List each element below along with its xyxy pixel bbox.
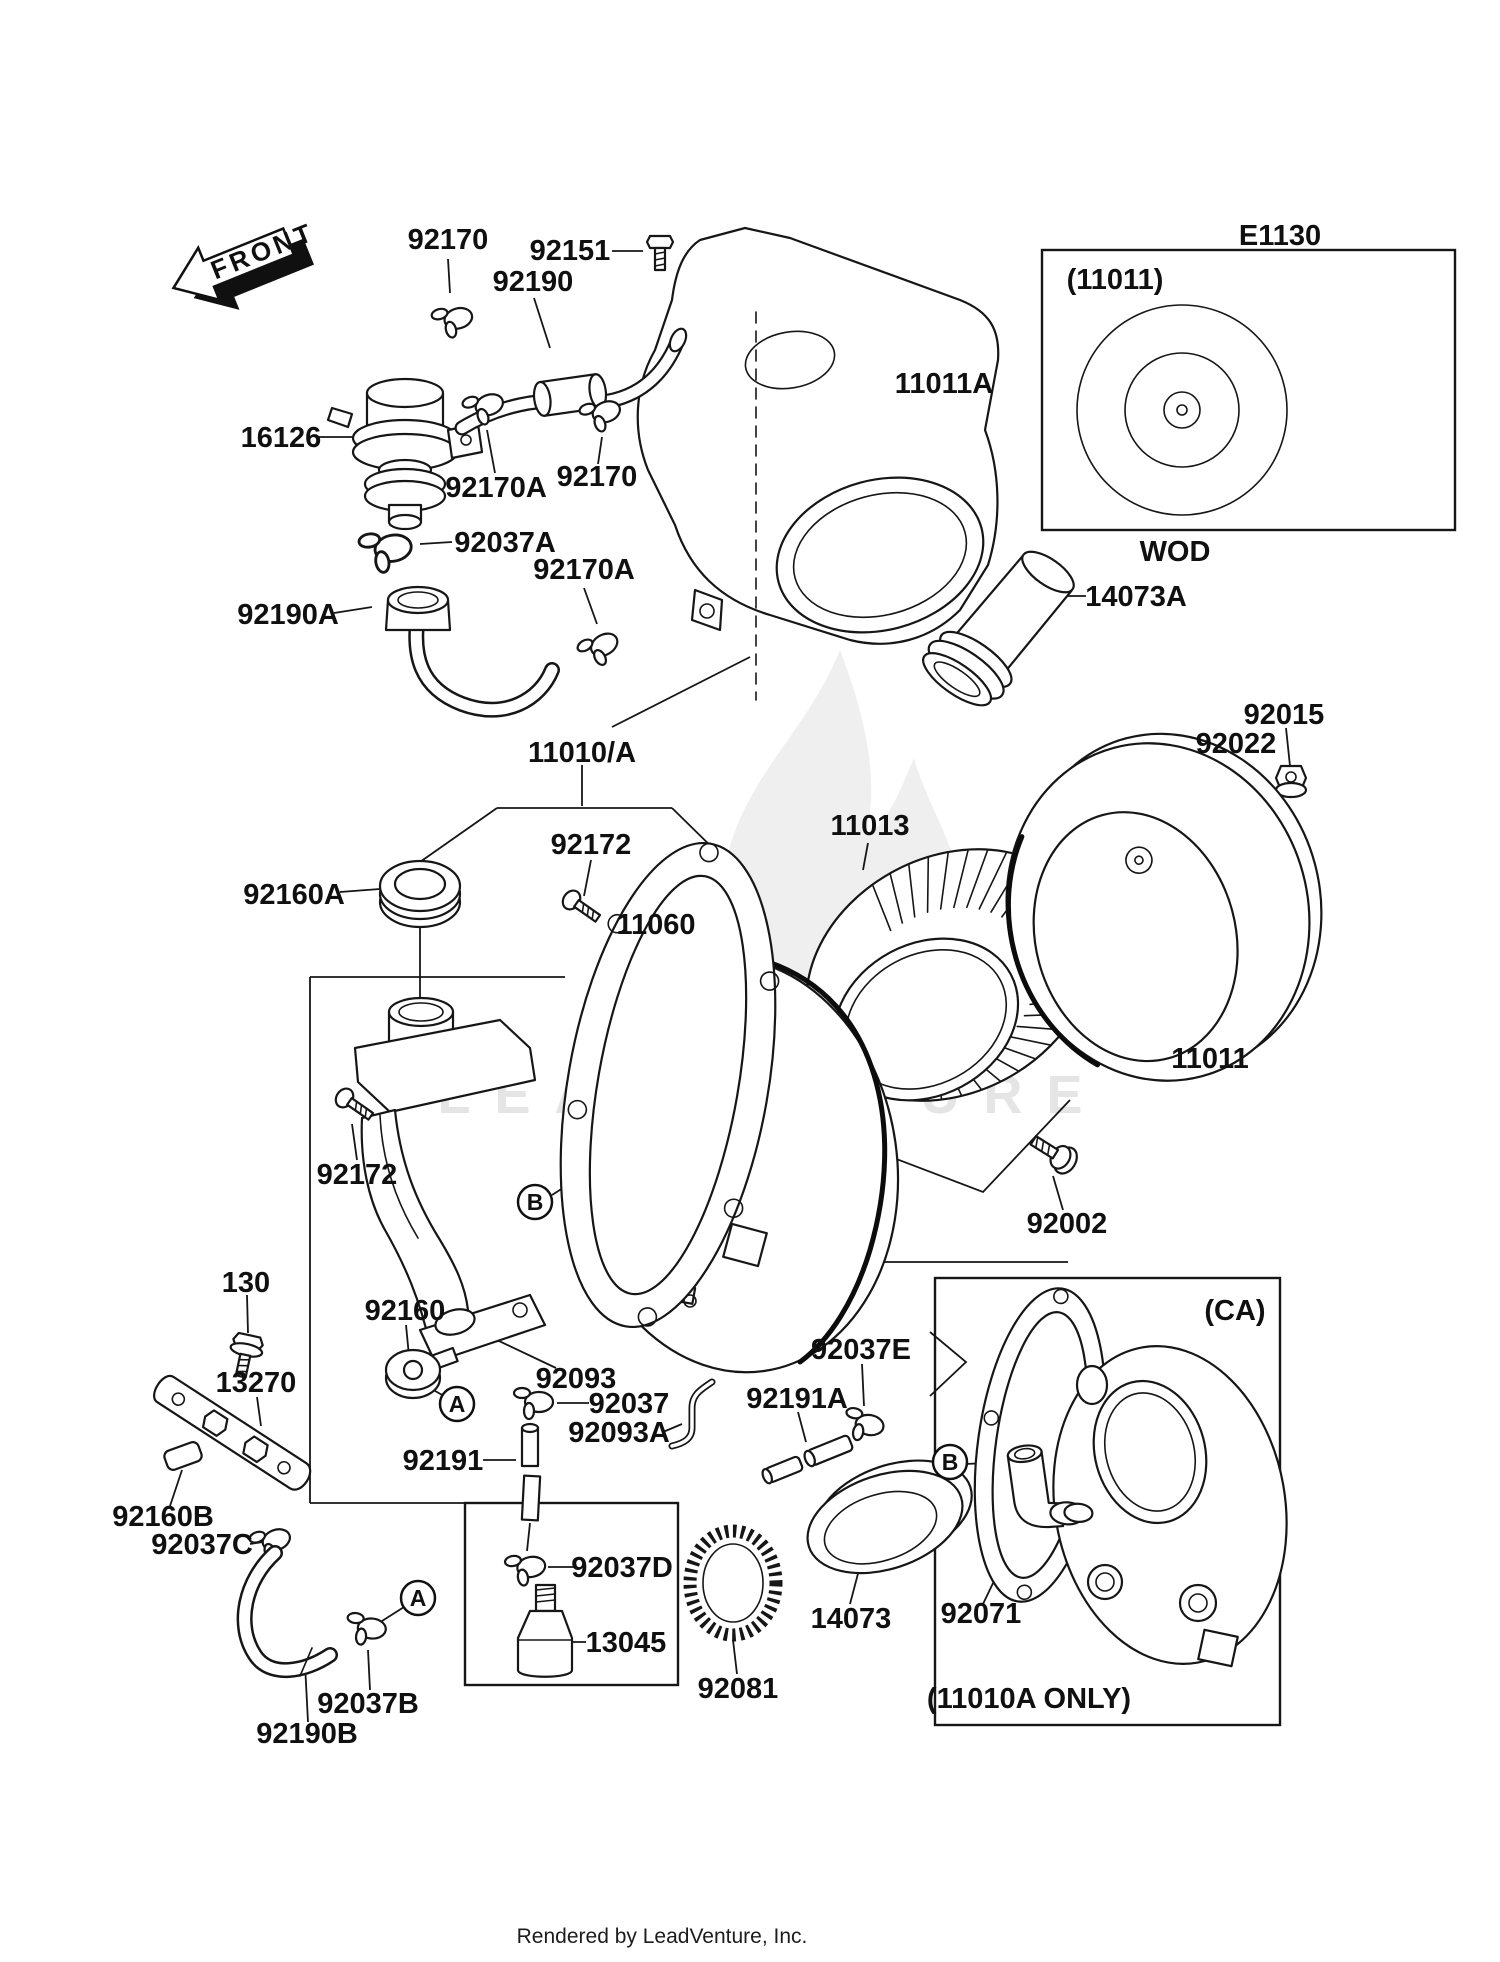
part-label-11060: 11060: [616, 909, 695, 941]
svg-text:B: B: [527, 1189, 544, 1215]
part-label-92037E: 92037E: [811, 1334, 911, 1366]
part-label-92172: 92172: [551, 829, 632, 861]
part-label-92160A: 92160A: [243, 879, 345, 911]
part-label-92037D: 92037D: [571, 1552, 673, 1584]
part-92160-grommet: [384, 1348, 442, 1400]
part-housing-11011A: [636, 226, 1000, 701]
part-92002-bolt: [1029, 1135, 1078, 1175]
part-label-92037: 92037: [589, 1388, 670, 1420]
part-label-11013: 11013: [830, 810, 909, 842]
box-13045: [463, 1501, 680, 1687]
part-label-92022: 92022: [1196, 728, 1277, 760]
part-label-14073: 14073: [811, 1603, 892, 1635]
part-92071: [1006, 1444, 1094, 1529]
part-label-92170: 92170: [408, 224, 489, 256]
part-label-92037C: 92037C: [151, 1529, 253, 1561]
part-label-92093A: 92093A: [568, 1417, 670, 1449]
part-130-bolt: [229, 1331, 264, 1379]
part-92160A: [378, 859, 462, 929]
part-label-92037B: 92037B: [317, 1688, 419, 1720]
part-label-92170A: 92170A: [445, 472, 547, 504]
front-arrow: FRONT: [171, 216, 319, 310]
part-13045-bottle: [516, 1583, 574, 1678]
part-label-92191: 92191: [403, 1445, 484, 1477]
part-92190B-hose: [236, 1545, 338, 1678]
part-label-13045: 13045: [586, 1627, 667, 1659]
part-label-92170A: 92170A: [533, 554, 635, 586]
part-92037B-clamp: [344, 1611, 389, 1648]
callout-B: B: [516, 1183, 554, 1221]
part-92015: [1274, 764, 1308, 799]
part-11011: [1005, 732, 1323, 1082]
part-label-16126: 16126: [241, 422, 322, 454]
inset-caption: WOD: [1140, 536, 1211, 568]
ca-box: [933, 1276, 1288, 1727]
inset-title: (11011): [1067, 264, 1164, 296]
part-92037A-clamp: [356, 525, 417, 578]
callout-A: A: [399, 1579, 437, 1617]
part-label-92190A: 92190A: [237, 599, 339, 631]
part-label-92170: 92170: [557, 461, 638, 493]
part-92170A-clamp-2: [574, 624, 626, 674]
part-13270-bracket: [153, 1374, 312, 1491]
part-label-92002: 92002: [1027, 1208, 1108, 1240]
part-label-92160B: 92160B: [112, 1501, 214, 1533]
part-label-14073A: 14073A: [1085, 581, 1187, 613]
part-92191A-tubes: [761, 1434, 854, 1485]
ca-box-tag: (CA): [1204, 1295, 1265, 1327]
part-14073A: [922, 550, 1075, 707]
part-label-92071: 92071: [941, 1598, 1022, 1630]
part-label-92037A: 92037A: [454, 527, 556, 559]
part-intake-tube: [353, 996, 547, 1372]
part-92081-ring: [683, 1524, 783, 1642]
svg-text:B: B: [942, 1449, 959, 1475]
part-label-11011: 11011: [1171, 1043, 1248, 1075]
part-label-11011A: 11011A: [895, 368, 993, 400]
ca-box-note: (11010A ONLY): [927, 1683, 1131, 1715]
callout-A: A: [438, 1385, 476, 1423]
part-92191-tube: [520, 1422, 542, 1522]
part-92172-screw-2: [334, 1087, 375, 1121]
part-label-13270: 13270: [216, 1367, 297, 1399]
part-16126: [326, 377, 484, 531]
footer-credit: Rendered by LeadVenture, Inc.: [517, 1925, 808, 1948]
ca-cover: [1052, 1345, 1288, 1668]
part-label-92172: 92172: [317, 1159, 398, 1191]
part-label-92160: 92160: [365, 1295, 446, 1327]
callout-B: B: [931, 1443, 969, 1481]
part-label-92151: 92151: [530, 235, 611, 267]
part-label-92093: 92093: [536, 1363, 617, 1395]
part-92190A: [384, 585, 560, 718]
part-label-92190B: 92190B: [256, 1718, 358, 1750]
part-92160B-damper: [163, 1441, 203, 1471]
callout-letters: A A B B: [399, 1183, 969, 1617]
inset-box-11011: [1040, 248, 1457, 532]
part-92170-clamp-1: [429, 300, 478, 343]
part-label-92190: 92190: [493, 266, 574, 298]
part-label-130: 130: [222, 1267, 270, 1299]
part-92172-screw-1: [561, 889, 602, 923]
part-label-92081: 92081: [698, 1673, 779, 1705]
diagram-code: E1130: [1239, 220, 1321, 252]
part-92037D-clamp: [503, 1549, 550, 1590]
part-92093A: [668, 1378, 716, 1450]
part-label-11010/A: 11010/A: [528, 737, 636, 769]
part-label-92015: 92015: [1244, 699, 1325, 731]
part-14073-cap: [806, 1459, 973, 1575]
part-gasket-11060: [559, 841, 780, 1329]
part-92151-bolt: [645, 234, 675, 272]
part-label-92191A: 92191A: [746, 1383, 848, 1415]
svg-text:A: A: [410, 1585, 427, 1611]
svg-text:A: A: [449, 1391, 466, 1417]
